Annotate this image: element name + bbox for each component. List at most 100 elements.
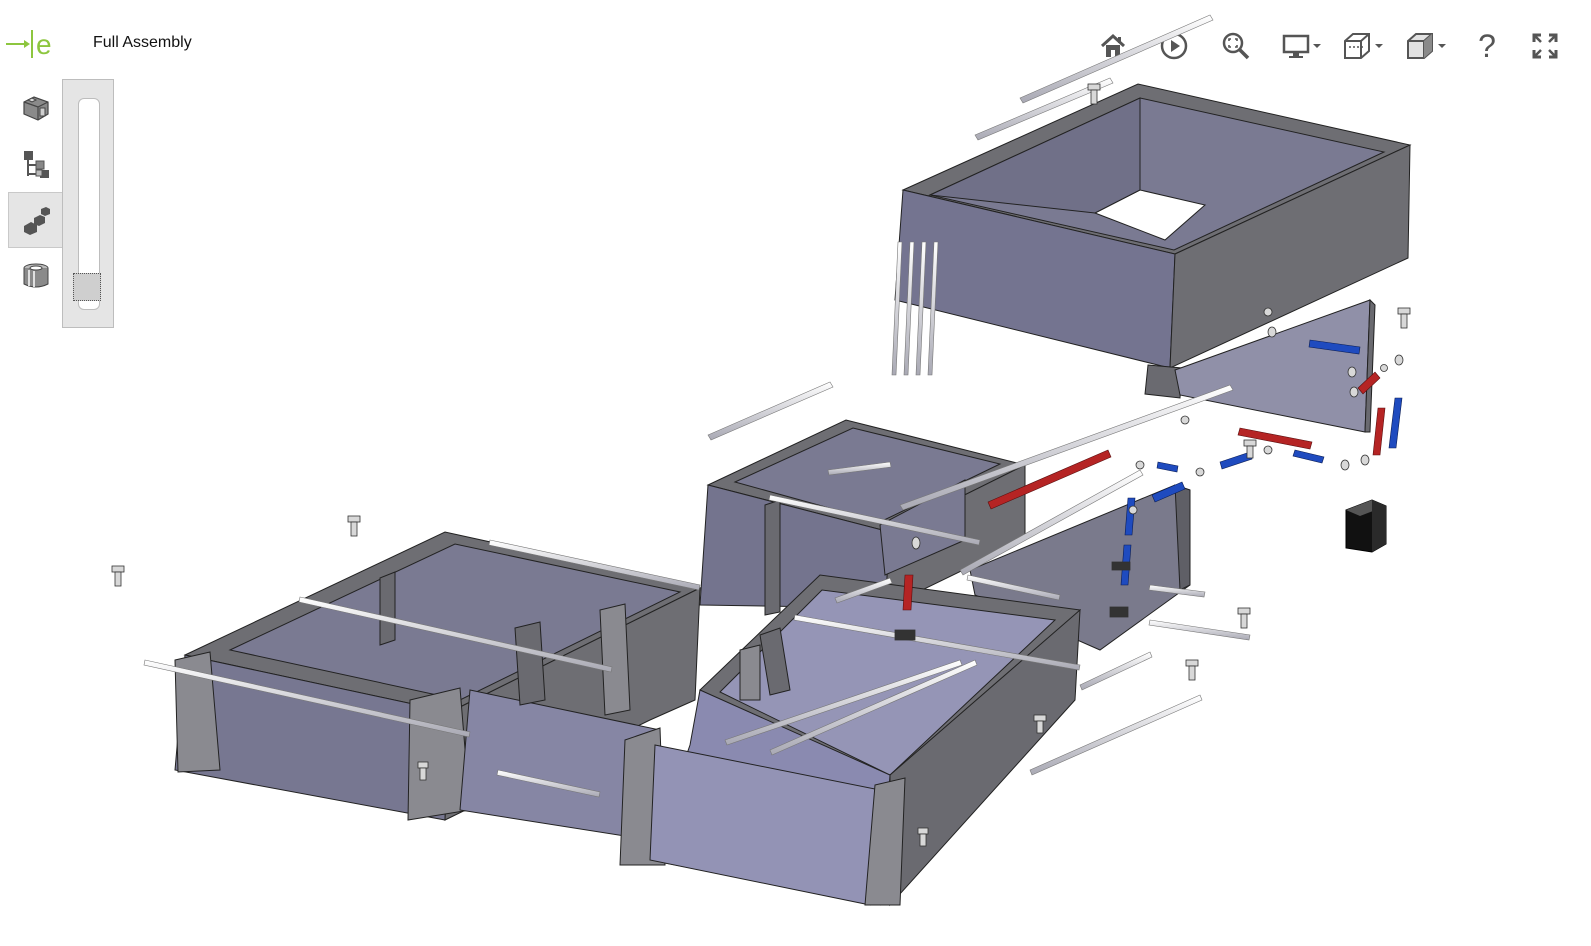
rod[interactable] xyxy=(724,659,963,746)
chevron-down-icon xyxy=(1375,44,1383,48)
bolt[interactable] xyxy=(1033,714,1047,734)
rod[interactable] xyxy=(769,659,978,756)
red-pipe[interactable] xyxy=(1372,407,1386,456)
blue-pipe[interactable] xyxy=(1388,397,1403,449)
help-button[interactable]: ? xyxy=(1467,26,1507,66)
blue-pipe[interactable] xyxy=(1156,461,1179,473)
rod[interactable] xyxy=(143,659,471,738)
section-cube-icon xyxy=(1344,33,1383,59)
bolt[interactable] xyxy=(111,565,125,587)
cube-icon xyxy=(1407,33,1446,59)
left-tray-part[interactable] xyxy=(174,531,702,841)
rod[interactable] xyxy=(1029,694,1203,776)
bolt[interactable] xyxy=(1185,659,1199,681)
rod[interactable] xyxy=(488,539,701,591)
explode-tool-button[interactable] xyxy=(8,192,64,248)
parts-icon xyxy=(23,96,49,121)
help-icon: ? xyxy=(1478,27,1496,64)
rod[interactable] xyxy=(834,577,893,604)
home-button[interactable] xyxy=(1093,26,1133,66)
rod[interactable] xyxy=(974,77,1114,141)
side-tool-panel xyxy=(8,80,64,304)
red-pipe[interactable] xyxy=(1357,371,1381,395)
top-tub-part[interactable] xyxy=(894,83,1412,433)
home-icon xyxy=(1100,33,1126,57)
explode-slider-thumb[interactable] xyxy=(73,272,101,301)
svg-text:e: e xyxy=(36,29,52,60)
rod[interactable] xyxy=(891,241,903,376)
fitting[interactable] xyxy=(894,629,916,641)
fitting[interactable] xyxy=(1340,459,1350,471)
bolt[interactable] xyxy=(1087,83,1101,105)
assembly-tree-tool-button[interactable] xyxy=(8,136,64,192)
rod[interactable] xyxy=(915,241,927,376)
rods-group xyxy=(143,14,1251,798)
fullscreen-icon xyxy=(1532,33,1558,59)
blue-pipe[interactable] xyxy=(1219,451,1253,470)
rod[interactable] xyxy=(966,574,1061,601)
fitting[interactable] xyxy=(1180,415,1190,425)
fitting[interactable] xyxy=(1360,454,1370,466)
rod[interactable] xyxy=(959,469,1144,576)
display-menu-button[interactable] xyxy=(1279,26,1325,66)
fitting[interactable] xyxy=(1135,460,1145,470)
blue-pipe[interactable] xyxy=(1151,481,1186,503)
control-box-part[interactable] xyxy=(1345,499,1387,553)
fitting[interactable] xyxy=(1128,505,1138,515)
rod[interactable] xyxy=(707,381,834,441)
rod[interactable] xyxy=(496,769,601,798)
rod[interactable] xyxy=(793,614,1081,671)
red-pipe[interactable] xyxy=(987,449,1112,510)
fittings-group xyxy=(111,83,1411,847)
rod[interactable] xyxy=(1148,584,1206,598)
bolt[interactable] xyxy=(1237,607,1251,629)
blue-pipe[interactable] xyxy=(1308,339,1361,355)
fitting[interactable] xyxy=(1267,326,1277,338)
fitting[interactable] xyxy=(1111,561,1131,571)
explode-icon xyxy=(23,207,50,235)
chevron-down-icon xyxy=(1438,44,1446,48)
rod[interactable] xyxy=(899,384,1234,511)
fitting[interactable] xyxy=(911,536,921,550)
fitting[interactable] xyxy=(1347,366,1357,378)
rod[interactable] xyxy=(827,461,892,476)
red-pipe[interactable] xyxy=(1237,427,1313,450)
rod[interactable] xyxy=(903,241,915,376)
section-icon xyxy=(23,263,49,288)
bolt[interactable] xyxy=(417,761,429,781)
fitting[interactable] xyxy=(1109,606,1129,618)
blue-pipe[interactable] xyxy=(1292,449,1325,464)
rod[interactable] xyxy=(768,494,981,546)
rod[interactable] xyxy=(1079,651,1153,691)
explode-slider-track[interactable] xyxy=(78,98,100,310)
chevron-down-icon xyxy=(1313,44,1321,48)
document-title: Full Assembly xyxy=(93,34,192,51)
section-view-menu-button[interactable] xyxy=(1340,26,1386,66)
section-tool-button[interactable] xyxy=(8,248,64,304)
red-pipe[interactable] xyxy=(902,574,914,611)
monitor-icon xyxy=(1282,34,1321,58)
fitting[interactable] xyxy=(1263,445,1273,455)
fitting[interactable] xyxy=(1394,354,1404,366)
fitting[interactable] xyxy=(1195,467,1205,477)
fitting[interactable] xyxy=(1263,307,1273,317)
front-tray-part[interactable] xyxy=(619,574,1082,907)
rod[interactable] xyxy=(1148,619,1251,641)
bolt[interactable] xyxy=(1397,307,1411,329)
bolt[interactable] xyxy=(917,827,929,847)
zoom-fit-button[interactable] xyxy=(1216,26,1256,66)
onshape-logo-icon: e xyxy=(6,29,52,60)
bolt[interactable] xyxy=(347,515,361,537)
view-cube-menu-button[interactable] xyxy=(1403,26,1449,66)
app-logo[interactable]: e xyxy=(4,26,60,62)
parts-tool-button[interactable] xyxy=(8,80,64,136)
tree-icon xyxy=(24,151,49,178)
bolt[interactable] xyxy=(1243,439,1257,459)
fitting[interactable] xyxy=(1349,386,1359,398)
rod[interactable] xyxy=(298,596,613,673)
rod[interactable] xyxy=(927,241,939,376)
fitting[interactable] xyxy=(1380,364,1388,372)
fullscreen-button[interactable] xyxy=(1525,26,1565,66)
rod[interactable] xyxy=(1019,14,1214,104)
